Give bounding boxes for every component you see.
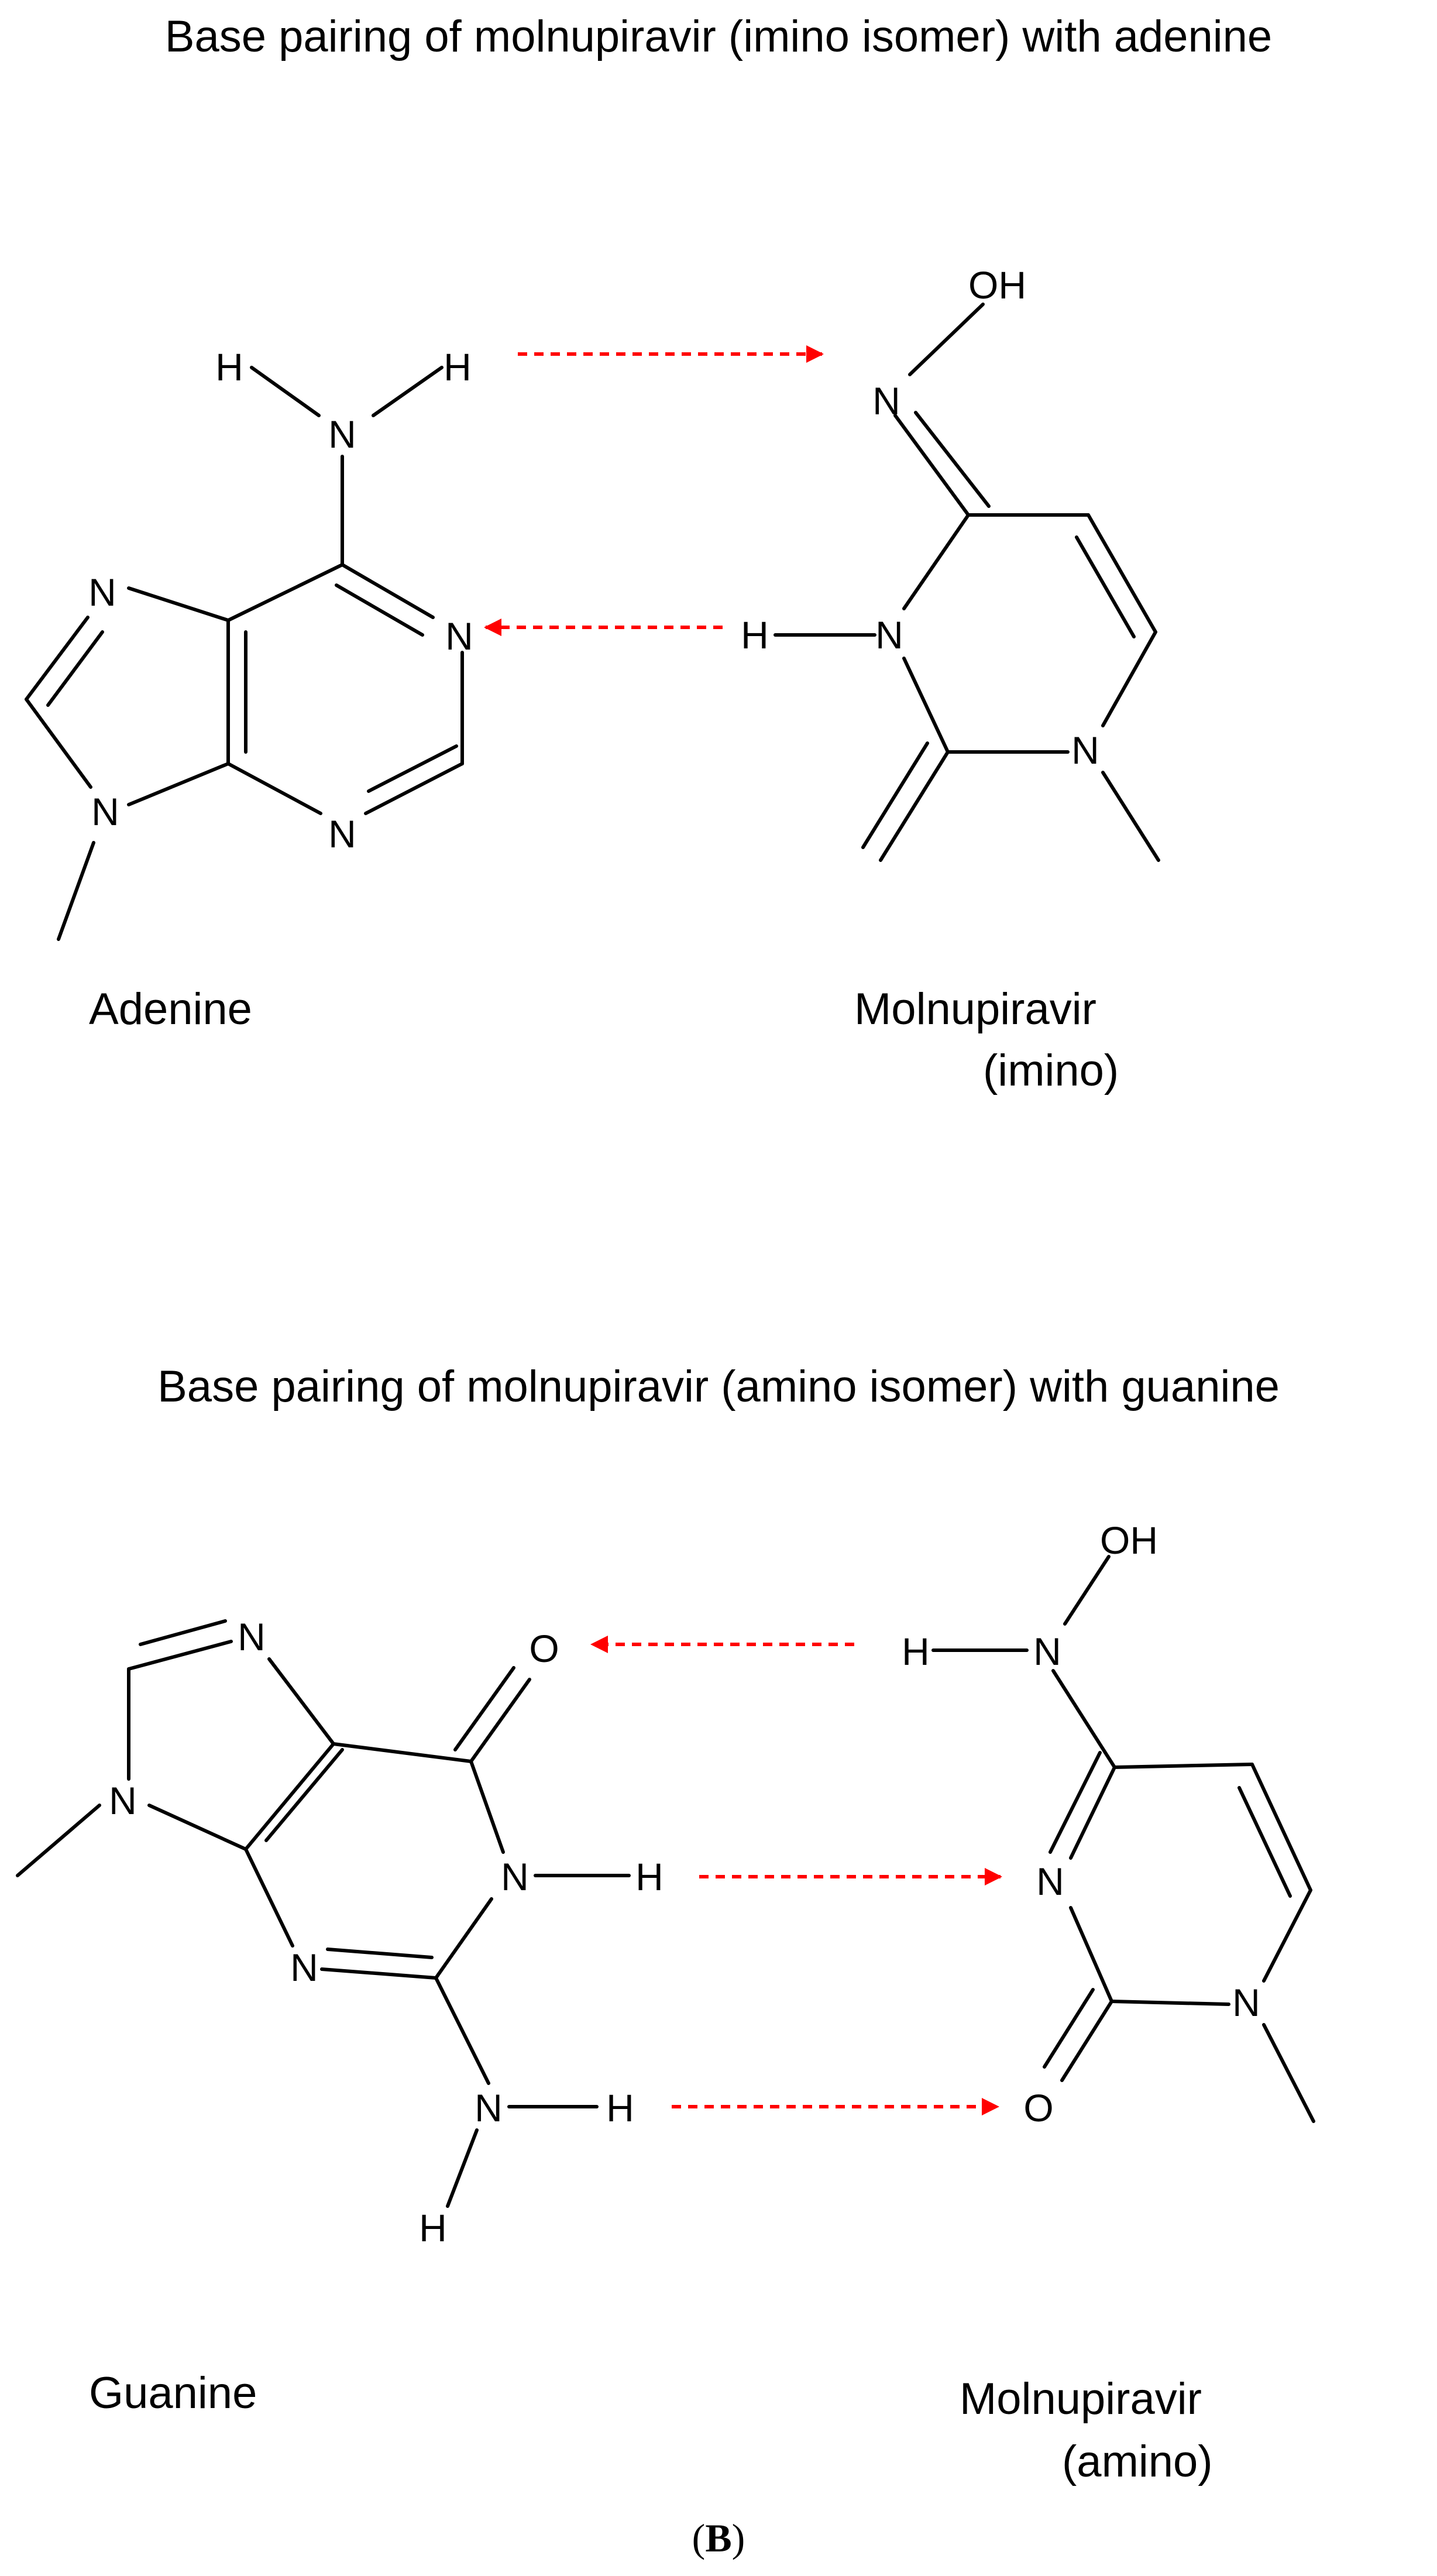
atom-n: N (501, 1855, 529, 1898)
atom-h: H (902, 1630, 930, 1673)
atom-n: N (109, 1779, 137, 1822)
atom-n: N (91, 790, 119, 833)
molnupiravir-amino-atom-labels: OH H N N N O (902, 1519, 1260, 2130)
atom-n: N (1033, 1630, 1061, 1673)
panel-b-title: Base pairing of molnupiravir (amino isom… (157, 1362, 1280, 1411)
guanine-atom-labels: N O N N H N N H H (109, 1615, 664, 2249)
atom-n: N (1232, 1981, 1260, 2024)
molnupiravir-imino-atom-labels: OH N H N N (741, 263, 1099, 772)
atom-h: H (635, 1855, 664, 1898)
atom-n: N (475, 2086, 503, 2130)
adenine-structure (25, 366, 464, 941)
panel-a-title: Base pairing of molnupiravir (imino isom… (165, 12, 1272, 61)
guanine-label: Guanine (89, 2368, 257, 2418)
molnupiravir-imino-structure (773, 303, 1160, 862)
panel-letter-close: ) (732, 2516, 745, 2560)
atom-n: N (238, 1615, 266, 1658)
atom-n: N (328, 812, 356, 856)
atom-h: H (444, 345, 472, 389)
atom-o: O (529, 1627, 559, 1670)
molnupiravir-imino-label-line2: (imino) (983, 1046, 1119, 1095)
molnupiravir-amino-label-line2: (amino) (1062, 2437, 1213, 2486)
atom-n: N (1036, 1860, 1064, 1903)
atom-h: H (741, 613, 769, 657)
atom-h: H (215, 345, 243, 389)
atom-oh: OH (968, 263, 1026, 307)
atom-n: N (88, 571, 116, 614)
guanine-structure (16, 1619, 631, 2208)
atom-n: N (328, 413, 356, 456)
atom-n: N (875, 613, 903, 657)
adenine-atom-labels: H H N N N N N (88, 345, 473, 856)
atom-n: N (1071, 729, 1099, 772)
atom-o: O (1023, 2086, 1053, 2130)
panel-letter-open: ( (692, 2516, 706, 2560)
atom-n: N (872, 379, 900, 423)
atom-h: H (606, 2086, 634, 2130)
atom-oh: OH (1100, 1519, 1158, 1562)
atom-n: N (445, 614, 473, 658)
molnupiravir-amino-structure (931, 1555, 1315, 2123)
molnupiravir-imino-label-line1: Molnupiravir (854, 984, 1096, 1034)
panel-letter: (B) (692, 2516, 745, 2560)
molnupiravir-amino-label-line1: Molnupiravir (960, 2374, 1202, 2424)
adenine-label: Adenine (89, 984, 252, 1034)
panel-letter-b: B (705, 2516, 731, 2560)
atom-n: N (290, 1946, 318, 1989)
atom-h: H (419, 2206, 447, 2249)
